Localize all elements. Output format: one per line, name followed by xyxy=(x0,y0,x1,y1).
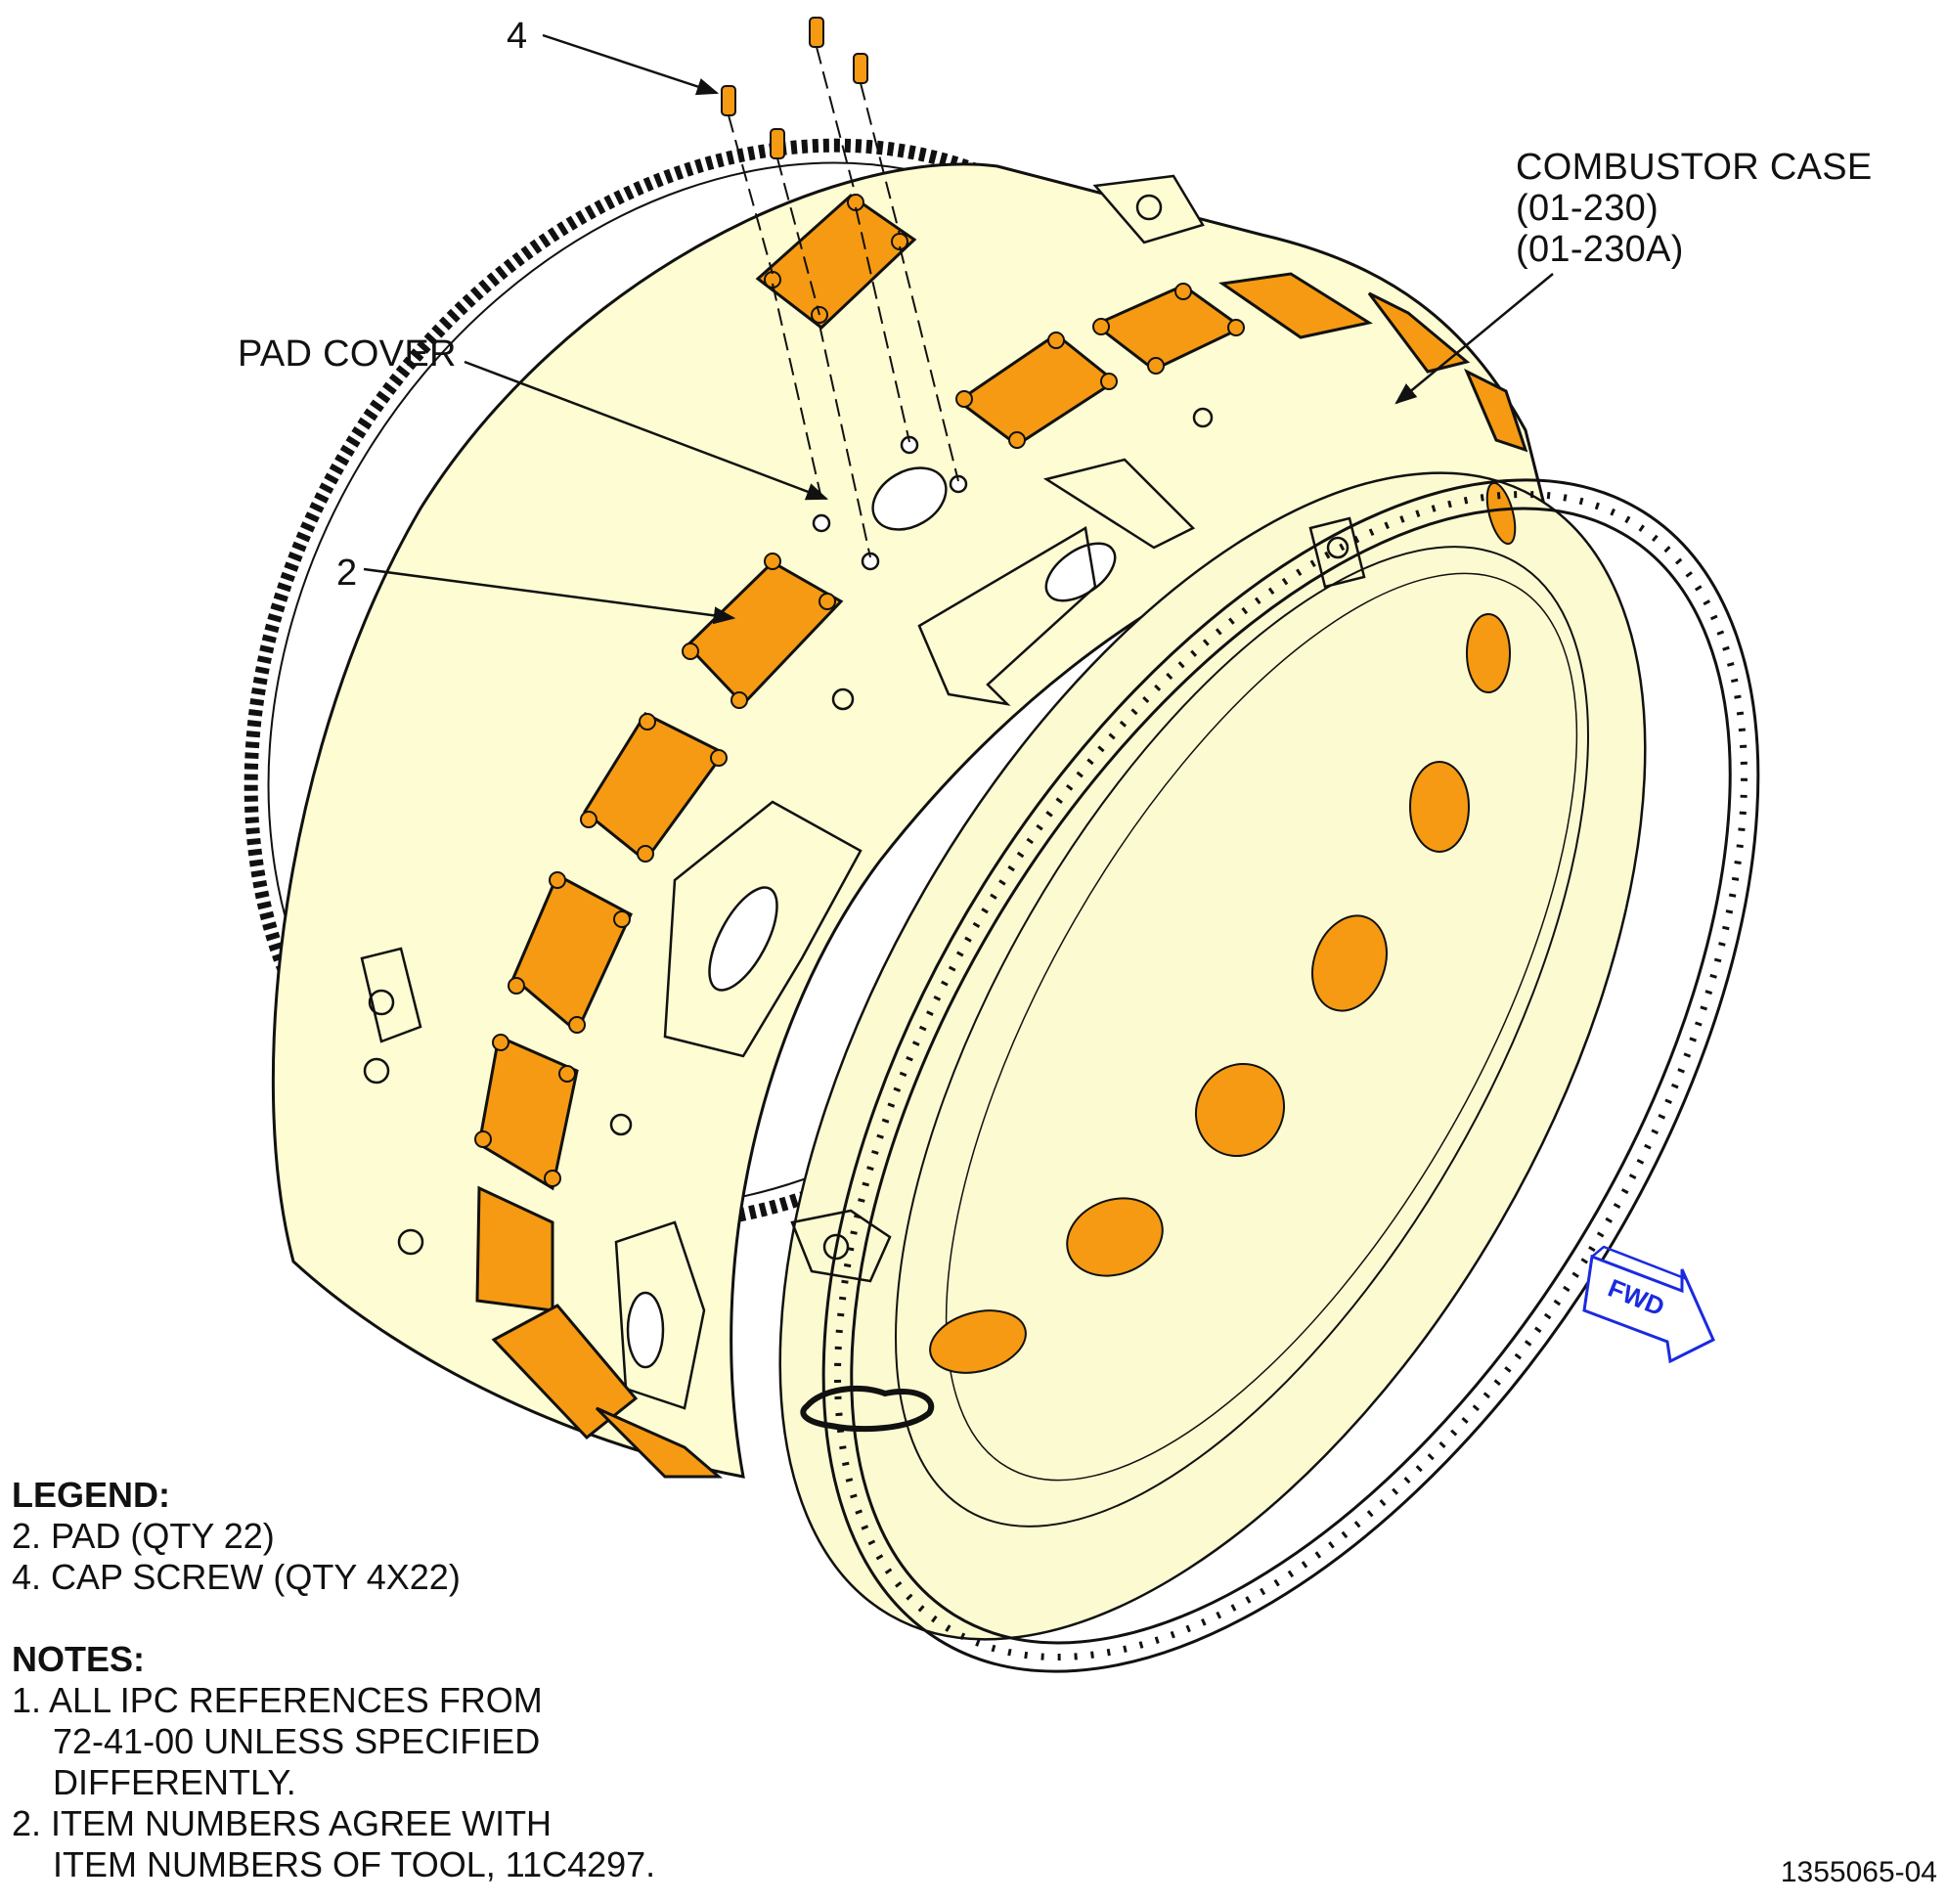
pad xyxy=(685,560,844,707)
pad-screws xyxy=(474,283,1245,1187)
pad xyxy=(511,872,633,1035)
combustor-case-line: (01-230) xyxy=(1516,188,1659,229)
callout-item-4: 4 xyxy=(507,16,528,57)
cap-screws xyxy=(721,17,959,558)
pad xyxy=(595,1406,724,1479)
note-line: 72-41-00 UNLESS SPECIFIED xyxy=(53,1721,541,1761)
legend-title: LEGEND: xyxy=(12,1475,170,1515)
pad xyxy=(477,1034,579,1191)
pad xyxy=(1367,291,1471,374)
legend: LEGEND: 2. PAD (QTY 22) 4. CAP SCREW (QT… xyxy=(12,1475,461,1598)
callout-pad-cover: PAD COVER xyxy=(238,333,457,375)
legend-item: 2. PAD (QTY 22) xyxy=(12,1516,275,1556)
note-line: 2. ITEM NUMBERS AGREE WITH xyxy=(12,1803,553,1843)
note-line: DIFFERENTLY. xyxy=(53,1762,296,1802)
seal-ring xyxy=(800,1385,935,1433)
leader-lines xyxy=(363,33,1554,625)
figure-id: 1355065-04 xyxy=(1780,1856,1937,1888)
pad xyxy=(1464,368,1528,453)
case-bosses xyxy=(360,174,1366,1410)
notes-title: NOTES: xyxy=(12,1639,146,1679)
callout-combustor-case: COMBUSTOR CASE (01-230) (01-230A) xyxy=(1516,147,1873,270)
notes: NOTES: 1. ALL IPC REFERENCES FROM 72-41-… xyxy=(12,1639,655,1885)
pad xyxy=(491,1304,639,1440)
callout-item-2: 2 xyxy=(336,553,358,594)
combustor-case-line: COMBUSTOR CASE xyxy=(1516,147,1873,188)
legend-item: 4. CAP SCREW (QTY 4X22) xyxy=(12,1557,461,1597)
pads xyxy=(475,272,1528,1479)
inner-diffuser-ring xyxy=(895,546,1589,1528)
exposed-holes xyxy=(812,435,968,571)
combustor-case-line: (01-230A) xyxy=(1516,229,1684,270)
note-line: 1. ALL IPC REFERENCES FROM xyxy=(12,1680,543,1720)
pad xyxy=(1217,272,1373,339)
exploded-pad-cover xyxy=(755,194,917,330)
note-line: ITEM NUMBERS OF TOOL, 11C4297. xyxy=(53,1844,656,1884)
fwd-arrow: FWD xyxy=(1582,1245,1715,1364)
pad xyxy=(475,1185,554,1312)
inner-ports xyxy=(929,481,1517,1374)
